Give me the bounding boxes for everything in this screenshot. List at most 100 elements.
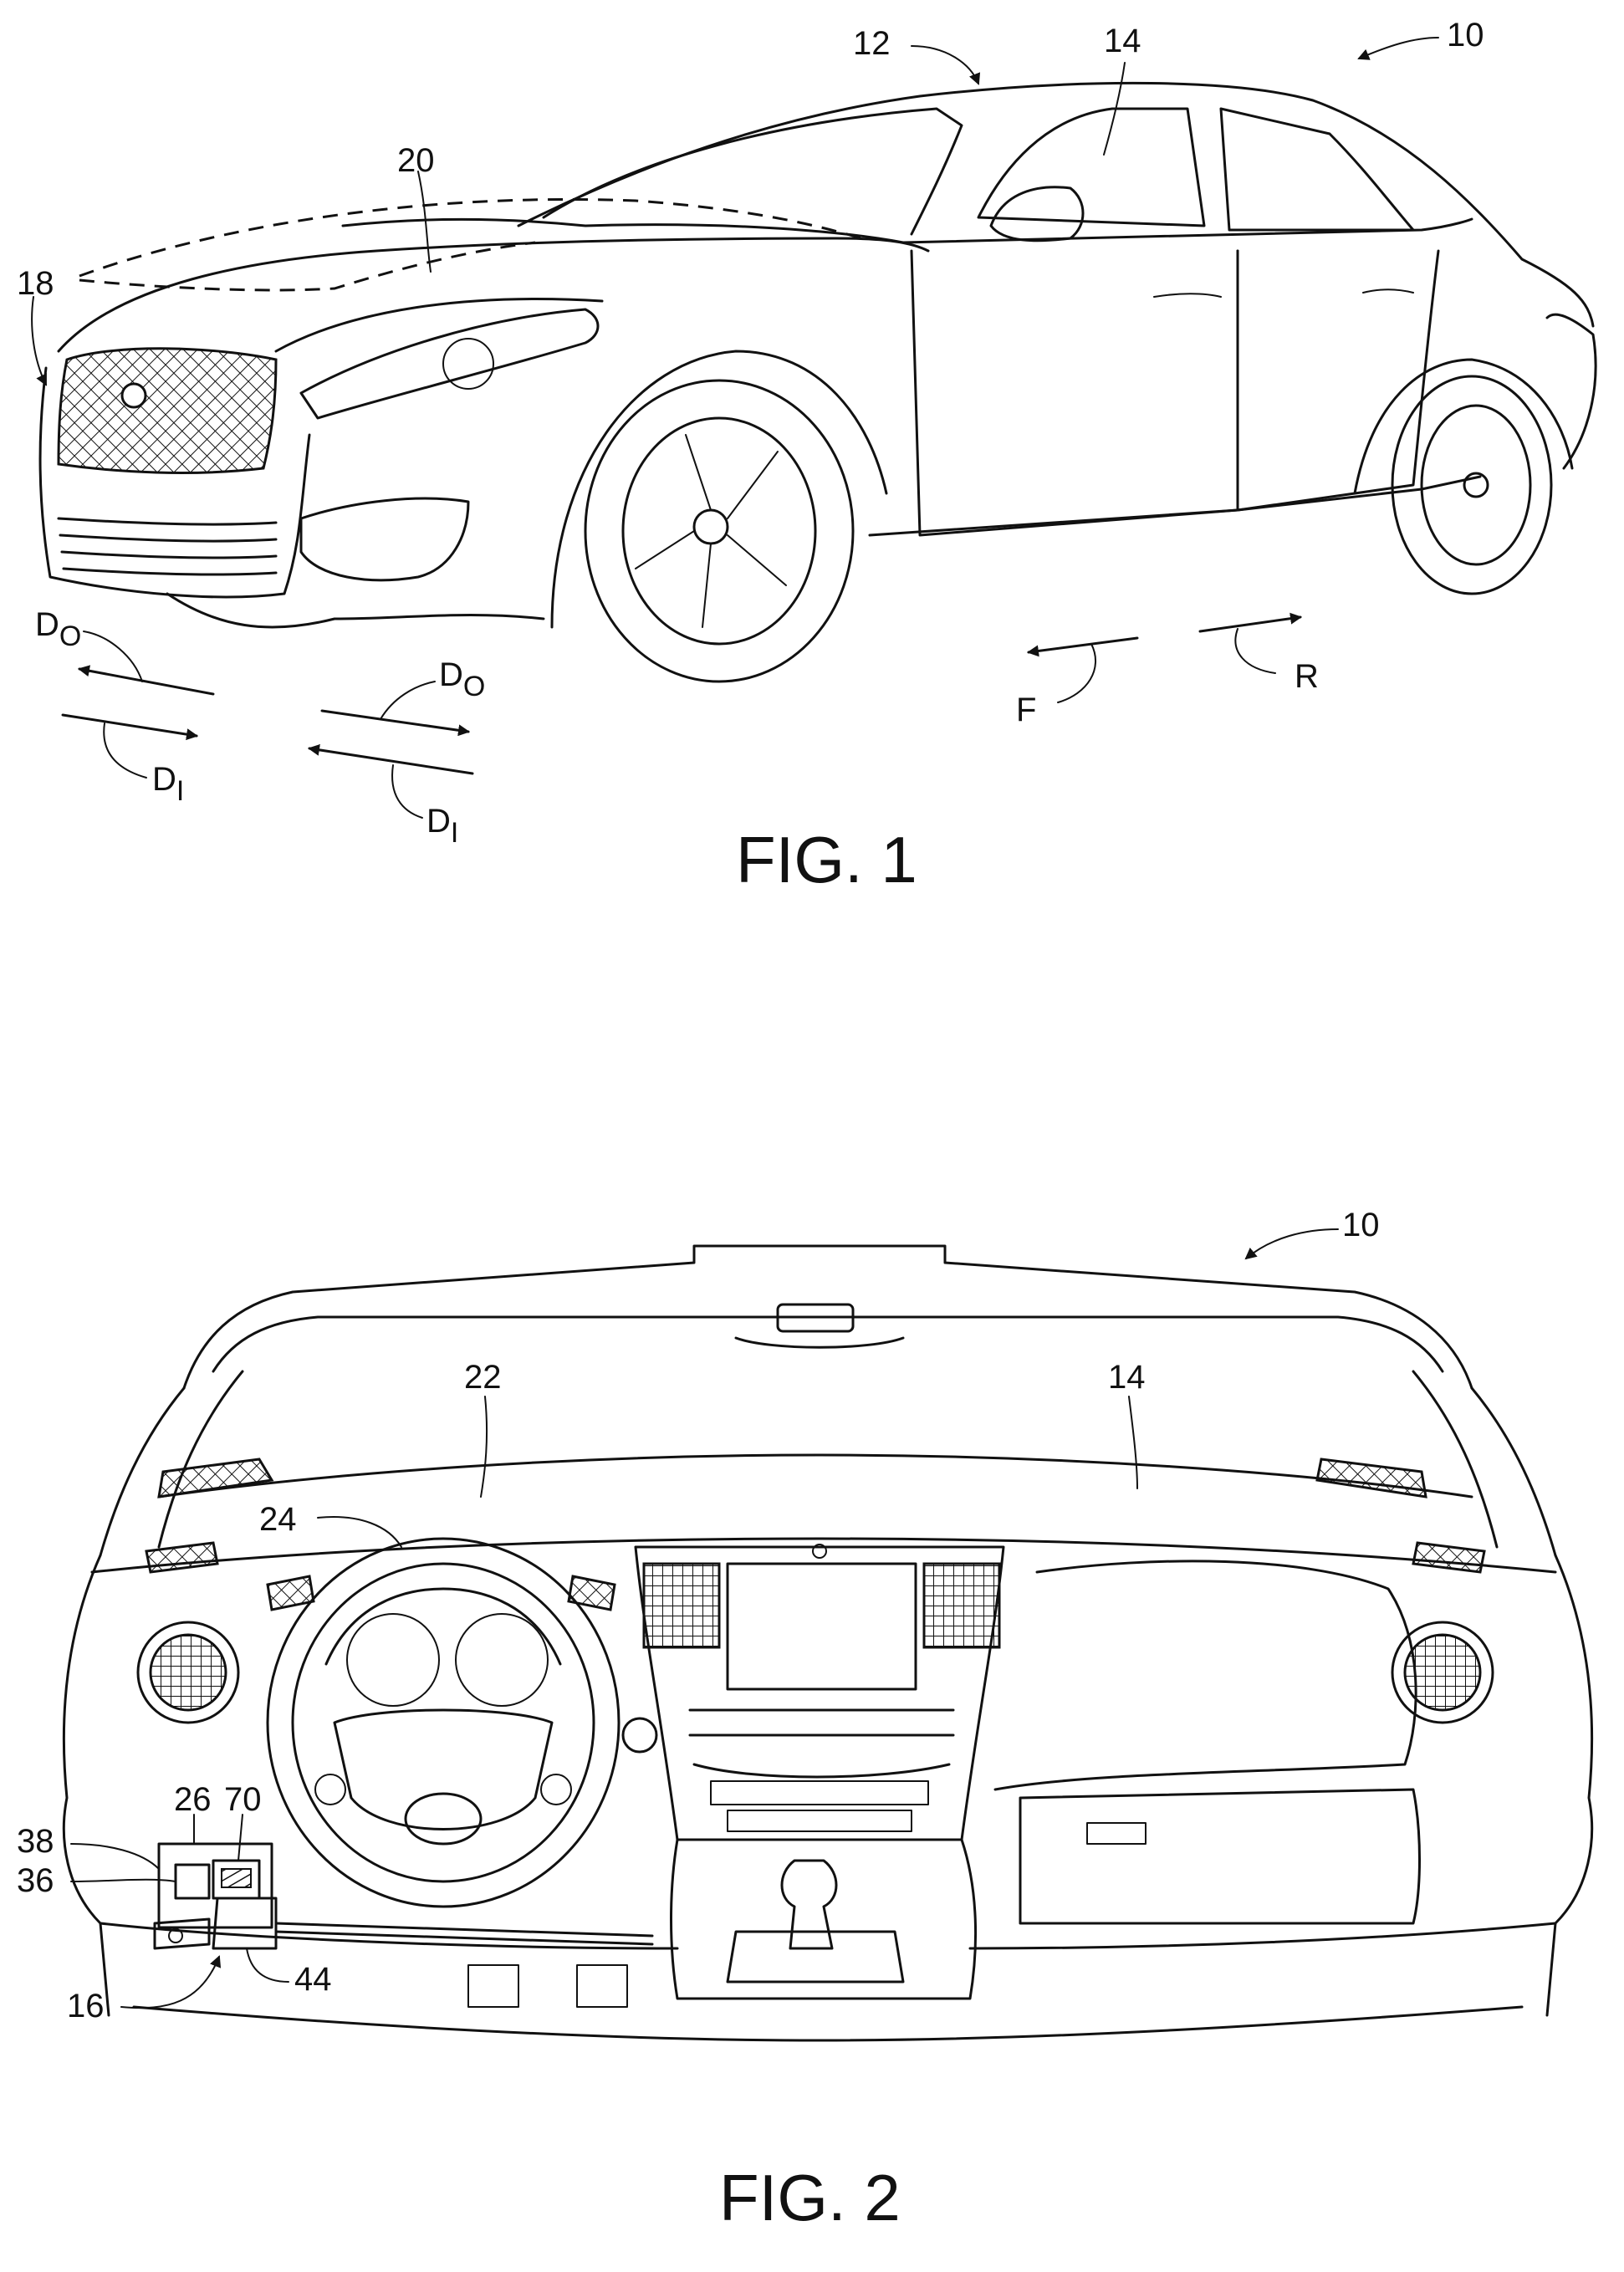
door-handle-front: [1154, 294, 1221, 297]
label-22: 22: [464, 1359, 502, 1396]
figure-1-vehicle: 10 12 14 20 18 DO DI DO DI: [17, 17, 1596, 896]
label-24: 24: [259, 1501, 297, 1538]
rear-door: [1238, 251, 1438, 510]
leader-f: [1058, 644, 1095, 702]
center-vent-right: [924, 1564, 999, 1647]
front-rim: [623, 418, 815, 644]
label-f: F: [1016, 692, 1036, 728]
gauge-left: [347, 1614, 439, 1706]
arrow-inward-right: [309, 748, 472, 774]
label-di-right: DI: [426, 803, 458, 849]
side-vent-left: [151, 1635, 226, 1710]
climate-panel: [690, 1710, 953, 1777]
front-grille: [59, 349, 276, 473]
arrow-outward-left: [79, 669, 213, 694]
hood-panel: [59, 238, 928, 351]
front-wheel-arch: [552, 351, 886, 627]
label-do-left: DO: [35, 606, 81, 652]
label-10: 10: [1447, 17, 1484, 54]
cluster-vent-left: [268, 1576, 314, 1610]
arrow-rearward: [1200, 617, 1300, 631]
lower-controls: [728, 1810, 912, 1831]
leader-10: [1359, 38, 1438, 59]
side-mirror: [991, 187, 1083, 241]
gauge-right: [456, 1614, 548, 1706]
label-do-right-main: D: [439, 656, 463, 693]
leader-r: [1235, 629, 1275, 673]
arrow-inward-left: [63, 715, 197, 736]
ignition-button: [623, 1718, 656, 1752]
label-70: 70: [224, 1781, 262, 1818]
front-tire: [585, 380, 853, 682]
leader-38: [71, 1844, 159, 1869]
leader-18: [32, 297, 46, 385]
center-console: [672, 1840, 976, 1999]
rocker-panel: [870, 477, 1480, 535]
radio-controls: [711, 1781, 928, 1805]
label-12: 12: [853, 25, 891, 62]
defrost-vent-right: [1317, 1459, 1426, 1497]
arrow-outward-right: [322, 711, 468, 732]
upper-vent-right: [1413, 1543, 1484, 1572]
figure-2-caption: FIG. 2: [719, 2161, 901, 2234]
rear-tire: [1392, 376, 1551, 594]
leader-10-fig2: [1246, 1229, 1338, 1259]
leader-44: [247, 1948, 289, 1982]
label-16: 16: [67, 1988, 105, 2024]
front-spokes: [636, 435, 786, 627]
label-26: 26: [174, 1781, 212, 1818]
label-20: 20: [397, 142, 435, 179]
passenger-dash-contour: [995, 1561, 1416, 1790]
arrow-forward: [1029, 638, 1137, 652]
pedal-right: [577, 1965, 627, 2007]
label-do-left-main: D: [35, 606, 59, 643]
glovebox-handle: [1087, 1823, 1146, 1844]
door-handle-rear: [1363, 289, 1413, 293]
leader-12: [912, 46, 978, 84]
shifter-boot: [728, 1932, 903, 1982]
upper-vent-left: [146, 1543, 217, 1572]
label-36: 36: [17, 1862, 54, 1899]
leader-di-left: [104, 723, 146, 778]
steering-wheel-rim: [268, 1539, 619, 1907]
housing-44: [213, 1898, 276, 1948]
label-18: 18: [17, 265, 54, 302]
label-di-right-sub: I: [451, 817, 458, 849]
leader-70: [238, 1815, 243, 1861]
rear-quarter: [1547, 314, 1596, 468]
leader-22: [481, 1396, 487, 1497]
label-10-fig2: 10: [1342, 1207, 1380, 1243]
label-44: 44: [294, 1961, 332, 1998]
wheel-button-left: [315, 1774, 345, 1805]
label-do-right: DO: [439, 656, 485, 702]
grille-emblem: [122, 384, 146, 407]
header-lower-edge: [213, 1317, 1443, 1371]
center-vent-left: [644, 1564, 719, 1647]
label-do-left-sub: O: [59, 620, 81, 652]
hood-open-dashed-lower: [79, 243, 535, 290]
right-side-panel: [1547, 1555, 1592, 2015]
left-side-panel: [64, 1555, 109, 2015]
cluster-vent-right: [569, 1576, 615, 1610]
label-14: 14: [1104, 23, 1141, 59]
label-r: R: [1295, 658, 1319, 695]
figure-2-dashboard: 10 22 14 24 26 70 38 36 44 16 FIG. 2: [17, 1207, 1592, 2234]
fog-light: [301, 498, 468, 580]
port-70-slot: [222, 1869, 251, 1887]
figure-1-caption: FIG. 1: [736, 823, 917, 896]
leader-20: [418, 171, 431, 272]
front-side-window: [978, 109, 1204, 226]
headlight: [301, 309, 598, 418]
leader-24: [318, 1517, 401, 1547]
mirror-base: [736, 1338, 903, 1347]
leader-do-right: [380, 682, 435, 719]
rear-side-window: [1221, 109, 1413, 230]
pedal-left: [468, 1965, 518, 2007]
front-chin: [167, 594, 544, 627]
label-di-left-main: D: [152, 761, 176, 798]
wheel-button-right: [541, 1774, 571, 1805]
label-14-fig2: 14: [1108, 1359, 1146, 1396]
device-assembly: [155, 1844, 652, 1948]
a-pillar-right: [1413, 1371, 1555, 1555]
